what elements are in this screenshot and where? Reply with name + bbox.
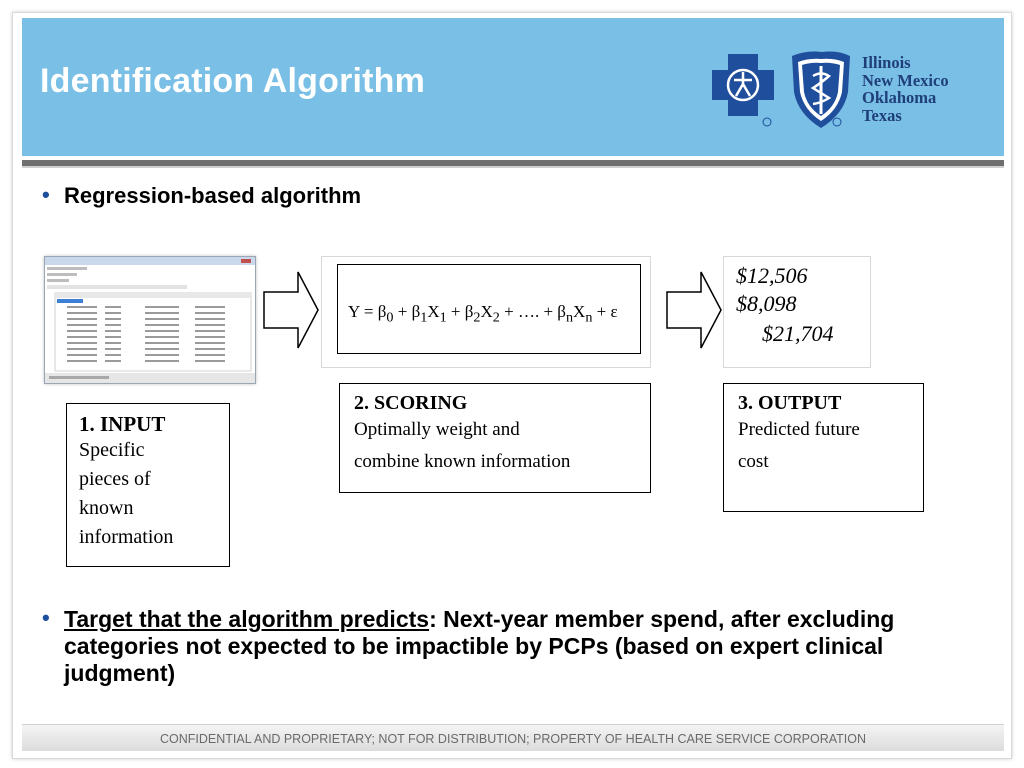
scoring-heading: 2. SCORING bbox=[354, 392, 468, 414]
formula-x: X bbox=[573, 302, 586, 321]
formula-subscript: n bbox=[565, 309, 574, 326]
output-box: 3. OUTPUT Predicted future cost bbox=[723, 383, 924, 512]
formula-plus: + bbox=[450, 302, 461, 321]
bcbs-logo bbox=[710, 50, 990, 134]
confidentiality-footer: CONFIDENTIAL AND PROPRIETARY; NOT FOR DI… bbox=[159, 732, 866, 746]
header-divider bbox=[22, 160, 1004, 166]
output-heading: 3. OUTPUT bbox=[738, 392, 842, 414]
regression-formula: Y = β0 + β1X1 + β2X2 + …. + βnXn + ε bbox=[348, 302, 618, 326]
bullet-text: Regression-based algorithm bbox=[64, 183, 362, 208]
input-line: information bbox=[79, 526, 174, 548]
logo-state: Oklahoma bbox=[862, 88, 937, 107]
output-values-panel: $12,506 $8,098 $21,704 bbox=[723, 256, 871, 368]
formula-beta: β bbox=[377, 302, 387, 321]
output-line: cost bbox=[738, 451, 769, 472]
bullet-target-text: : Next-year member spend, after excludin… bbox=[64, 606, 895, 686]
arrow-right-icon bbox=[263, 271, 319, 349]
formula-subscript: 1 bbox=[439, 309, 447, 326]
bullet-target: • Target that the algorithm predicts: Ne… bbox=[42, 605, 974, 687]
formula-beta: β bbox=[464, 302, 474, 321]
input-line: known bbox=[79, 497, 134, 519]
input-heading: 1. INPUT bbox=[79, 412, 166, 436]
input-line: Specific bbox=[79, 439, 145, 461]
formula-plus: + bbox=[397, 302, 408, 321]
cross-shield-icon bbox=[712, 51, 850, 128]
logo-state: New Mexico bbox=[862, 70, 949, 90]
output-value: $8,098 bbox=[736, 291, 797, 316]
formula-beta: β bbox=[557, 302, 566, 321]
formula-subscript: 2 bbox=[473, 309, 481, 326]
formula-plus: + bbox=[504, 302, 514, 321]
formula-subscript: 0 bbox=[386, 309, 394, 326]
footer-bar: CONFIDENTIAL AND PROPRIETARY; NOT FOR DI… bbox=[22, 724, 1004, 751]
scoring-line: Optimally weight and bbox=[354, 419, 520, 440]
bullet-marker: • bbox=[42, 182, 50, 207]
formula-lhs: Y bbox=[348, 302, 360, 321]
regression-formula-box: Y = β0 + β1X1 + β2X2 + …. + βnXn + ε bbox=[337, 264, 641, 354]
logo-state: Texas bbox=[862, 105, 902, 125]
formula-beta: β bbox=[411, 302, 421, 321]
bullet-marker: • bbox=[42, 605, 50, 630]
formula-subscript: n bbox=[585, 309, 593, 326]
formula-subscript: 2 bbox=[492, 309, 500, 326]
formula-x: X bbox=[427, 302, 440, 321]
spreadsheet-thumbnail-icon bbox=[45, 257, 255, 383]
bullet-regression: • Regression-based algorithm bbox=[42, 182, 362, 209]
logo-state-list: Illinois New Mexico Oklahoma Texas bbox=[862, 54, 949, 124]
input-line: pieces of bbox=[79, 468, 151, 490]
formula-equals: = bbox=[363, 302, 374, 321]
scoring-line: combine known information bbox=[354, 451, 571, 472]
output-value: $12,506 bbox=[736, 263, 808, 288]
output-line: Predicted future bbox=[738, 419, 860, 440]
formula-epsilon: ε bbox=[610, 302, 618, 321]
slide-title: Identification Algorithm bbox=[40, 62, 426, 100]
formula-x: X bbox=[480, 302, 493, 321]
output-value: $21,704 bbox=[762, 321, 834, 346]
arrow-right-icon bbox=[666, 271, 722, 349]
header-divider-light bbox=[22, 166, 1004, 168]
formula-plus: + bbox=[543, 302, 554, 321]
input-box: 1. INPUT Specific pieces of known inform… bbox=[66, 403, 230, 567]
scoring-box: 2. SCORING Optimally weight and combine … bbox=[339, 383, 651, 493]
formula-plus: + bbox=[596, 302, 607, 321]
bullet-target-label: Target that the algorithm predicts bbox=[64, 606, 430, 632]
input-data-screenshot bbox=[44, 256, 256, 384]
formula-ellipsis: …. bbox=[517, 302, 540, 321]
logo-state: Illinois bbox=[862, 53, 911, 72]
formula-subscript: 1 bbox=[420, 309, 428, 326]
